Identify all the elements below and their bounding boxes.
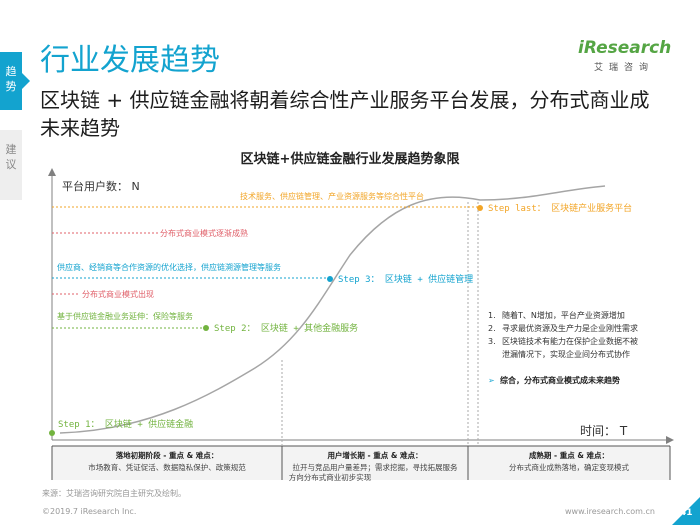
side-label-4: 分布式商业模式出现 (82, 289, 154, 299)
iresearch-logo: iResearch 艾瑞咨询 (578, 38, 672, 73)
stage-2-desc-line1: 拉开与竞品用户量差异；需求挖掘，寻找拓展服务 (293, 462, 458, 472)
stage-band (52, 446, 670, 480)
logo-wordmark: iResearch (578, 38, 672, 58)
stage-2-title: 用户增长期 - 重点 & 难点： (327, 450, 422, 460)
step-3-marker (327, 276, 333, 282)
step-2-marker (203, 325, 209, 331)
step-2-label: Step 2： 区块链 + 其他金融服务 (214, 322, 358, 334)
note-number-2: 2. (488, 324, 496, 333)
website-url: www.iresearch.com.cn (565, 507, 655, 516)
y-axis-label: 平台用户数： N (62, 179, 140, 193)
step-last-marker (477, 205, 483, 211)
logo-subtitle: 艾瑞咨询 (594, 63, 655, 73)
conclusion-marker: ➢ (488, 376, 495, 385)
x-axis-label: 时间： T (580, 424, 628, 438)
stage-1-desc: 市场教育、凭证促活、数据隐私保护、政策规范 (88, 462, 246, 472)
step-3-label: Step 3： 区块链 + 供应链管理 (338, 273, 473, 285)
page-number-badge (672, 497, 700, 525)
page-title: 行业发展趋势 (40, 43, 220, 78)
sidebar-tab-trend-label: 趋势 (5, 65, 17, 93)
page-number: 41 (680, 508, 693, 518)
conclusion: 综合，分布式商业模式成未来趋势 (500, 375, 620, 385)
note-1: 随着T、N增加，平台产业资源增加 (502, 310, 625, 320)
note-number-1: 1. (488, 311, 496, 320)
stage-3-desc: 分布式商业成熟落地，确定变现模式 (509, 462, 629, 472)
side-label-2: 分布式商业模式逐渐成熟 (160, 228, 248, 238)
stage-2-desc-line2: 方向分布式商业初步实现 (289, 472, 372, 482)
sidebar-tab-suggestion[interactable]: 建议 (0, 130, 22, 200)
sidebar-tab-suggestion-label: 建议 (5, 143, 17, 171)
step-1-marker (49, 430, 55, 436)
side-label-3: 供应商、经销商等合作资源的优化选择，供应链溯源管理等服务 (57, 262, 281, 272)
step-1-label: Step 1： 区块链 + 供应链金融 (58, 418, 193, 430)
page-subtitle: 区块链 + 供应链金融将朝着综合性产业服务平台发展，分布式商业成未来趋势 (40, 88, 650, 140)
growth-curve (59, 185, 606, 434)
copyright: ©2019.7 iResearch Inc. (42, 507, 137, 516)
note-3: 区块链技术有能力在保护企业数据不被 (502, 336, 638, 346)
stage-1-title: 落地初期阶段 - 重点 & 难点： (116, 450, 219, 460)
sidebar-tab-trend[interactable]: 趋势 (0, 52, 30, 110)
note-2: 寻求最优资源及生产力是企业刚性需求 (502, 323, 638, 333)
step-last-label: Step last： 区块链产业服务平台 (488, 202, 632, 214)
source-note: 来源：艾瑞咨询研究院自主研究及绘制。 (42, 489, 186, 498)
side-label-1: 技术服务、供应链管理、产业资源服务等综合性平台 (240, 191, 424, 201)
stage-3-title: 成熟期 - 重点 & 难点： (529, 450, 609, 460)
note-4: 泄漏情况下，实现企业间分布式协作 (502, 349, 630, 359)
diagram-title: 区块链+供应链金融行业发展趋势象限 (240, 152, 460, 167)
note-number-3: 3. (488, 337, 496, 346)
side-label-5: 基于供应链金融业务延伸：保险等服务 (57, 311, 193, 321)
